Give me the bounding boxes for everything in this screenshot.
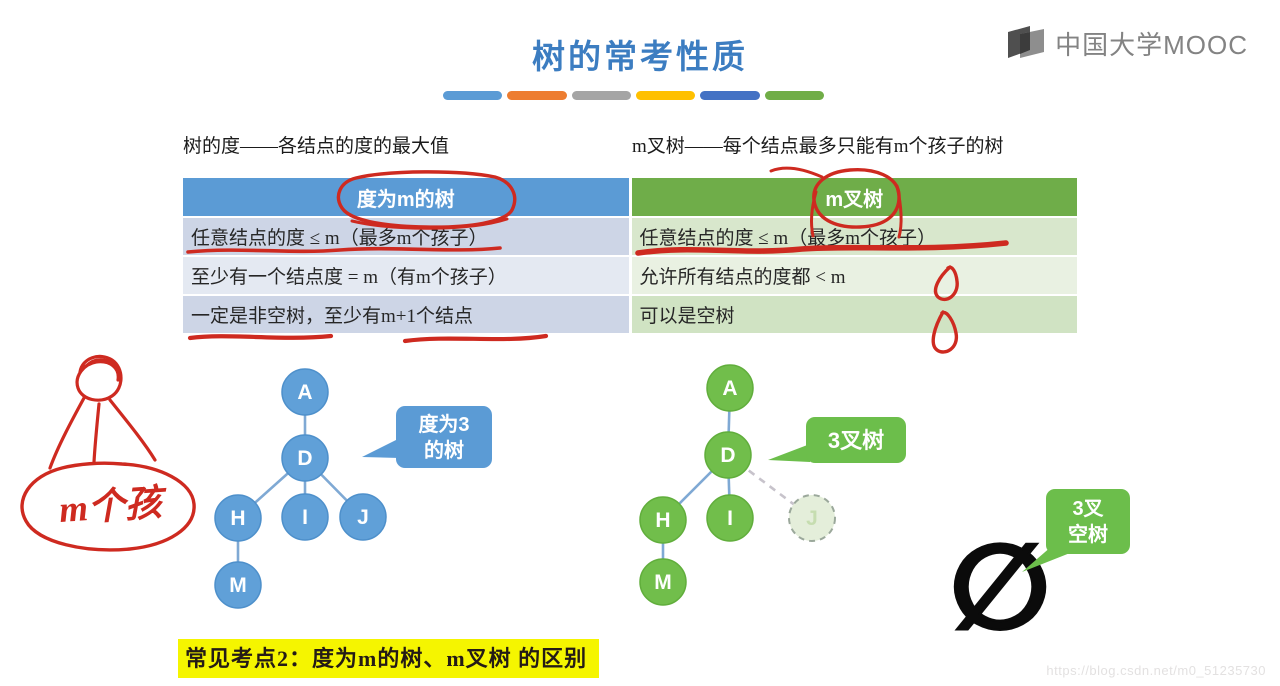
red-doodle-oval bbox=[20, 461, 196, 552]
blue-callout-line1: 度为3 bbox=[418, 412, 469, 436]
red-annotations bbox=[20, 166, 1009, 552]
green-node-label-h: H bbox=[655, 509, 670, 532]
table-cell-row2-right: 允许所有结点的度都 < m bbox=[631, 257, 1077, 294]
red-underline-row1-right bbox=[635, 240, 1009, 256]
blue-tree: A D H I J M 度为3 的树 bbox=[214, 368, 492, 609]
footer-key-point-prefix: 常见考点2： bbox=[185, 646, 313, 671]
green-node-label-m: M bbox=[654, 571, 672, 594]
accent-bar-darkblue bbox=[700, 91, 760, 100]
accent-bar-green bbox=[764, 91, 824, 100]
table-cell-row3-right: 可以是空树 bbox=[631, 296, 1077, 333]
definition-tree-degree: 树的度——各结点的度的最大值 bbox=[183, 136, 450, 157]
blue-tree-node-h bbox=[214, 494, 262, 542]
blue-node-label-d: D bbox=[297, 447, 312, 470]
table-header-degree-m-tree: 度为m的树 bbox=[183, 178, 629, 216]
watermark-url: https://blog.csdn.net/m0_51235730 bbox=[1046, 663, 1266, 678]
accent-bar-blue bbox=[443, 91, 503, 100]
table-cell-row2-left: 至少有一个结点度 = m（有m个孩子） bbox=[183, 257, 629, 294]
red-mark-row3 bbox=[931, 310, 959, 354]
table-cell-row3-left: 一定是非空树，至少有m+1个结点 bbox=[183, 296, 629, 333]
empty-tree-group: ∅ 3叉 空树 bbox=[948, 489, 1130, 657]
green-tree-node-h bbox=[639, 496, 687, 544]
mooc-logo-icon bbox=[1008, 26, 1045, 58]
red-mark-row2 bbox=[933, 265, 959, 302]
blue-tree-node-a bbox=[281, 368, 329, 416]
green-tree-callout: 3叉树 bbox=[768, 417, 906, 463]
green-node-label-i: I bbox=[727, 507, 733, 530]
mooc-logo-text: 中国大学MOOC bbox=[1055, 29, 1248, 60]
footer-key-point-text: 度为m的树、m叉树 的区别 bbox=[312, 646, 588, 671]
table-header-m-ary-tree: m叉树 bbox=[631, 178, 1077, 216]
blue-tree-node-j bbox=[339, 493, 387, 541]
green-tree-node-i bbox=[706, 494, 754, 542]
blue-node-label-i: I bbox=[302, 506, 308, 529]
green-ghost-node-label: J bbox=[806, 507, 818, 530]
empty-tree-callout: 3叉 空树 bbox=[1022, 489, 1130, 572]
footer-key-point: 常见考点2：度为m的树、m叉树 的区别 bbox=[178, 639, 600, 678]
blue-node-label-j: J bbox=[357, 506, 369, 529]
green-tree-edges bbox=[661, 387, 732, 582]
title-accent-bars bbox=[443, 91, 824, 100]
red-underline-row1-left bbox=[186, 246, 502, 254]
accent-bar-orange bbox=[507, 91, 567, 100]
blue-node-label-m: M bbox=[229, 574, 247, 597]
green-node-label-d: D bbox=[720, 444, 735, 467]
empty-callout-line1: 3叉 bbox=[1072, 498, 1104, 520]
accent-bar-yellow bbox=[635, 91, 696, 100]
empty-callout-line2: 空树 bbox=[1068, 522, 1108, 546]
blue-tree-node-i bbox=[281, 493, 329, 541]
green-tree: A D H I M J 3叉树 bbox=[639, 364, 906, 606]
blue-tree-edges bbox=[236, 392, 364, 585]
blue-node-label-a: A bbox=[297, 381, 312, 404]
blue-callout-line2: 的树 bbox=[424, 438, 464, 462]
green-tree-ghost-node-j bbox=[788, 494, 836, 542]
red-doodle-head bbox=[75, 354, 123, 402]
green-tree-node-m bbox=[639, 558, 687, 606]
blue-tree-node-d bbox=[281, 434, 329, 482]
red-circle-mary-header bbox=[812, 168, 901, 229]
green-callout-label: 3叉树 bbox=[828, 428, 884, 453]
blue-tree-node-m bbox=[214, 561, 262, 609]
comparison-table: 度为m的树 m叉树 任意结点的度 ≤ m（最多m个孩子） 任意结点的度 ≤ m（… bbox=[183, 178, 1077, 333]
green-tree-node-a bbox=[706, 364, 754, 412]
green-tree-node-d bbox=[704, 431, 752, 479]
red-underline-row3-left-a bbox=[187, 333, 334, 341]
mooc-logo: 中国大学MOOC bbox=[1006, 24, 1248, 62]
empty-set-symbol: ∅ bbox=[949, 518, 1050, 656]
red-handwriting-label: m个孩 bbox=[58, 482, 169, 530]
green-node-label-a: A bbox=[722, 377, 737, 400]
red-underline-row3-left-b bbox=[402, 333, 549, 344]
red-circle-degree-m-header bbox=[336, 170, 517, 229]
page-title: 树的常考性质 bbox=[532, 37, 748, 76]
blue-node-label-h: H bbox=[230, 507, 245, 530]
definition-m-ary-tree: m叉树——每个结点最多只能有m个孩子的树 bbox=[632, 136, 1004, 157]
blue-tree-callout: 度为3 的树 bbox=[362, 406, 492, 468]
accent-bar-gray bbox=[571, 91, 631, 100]
